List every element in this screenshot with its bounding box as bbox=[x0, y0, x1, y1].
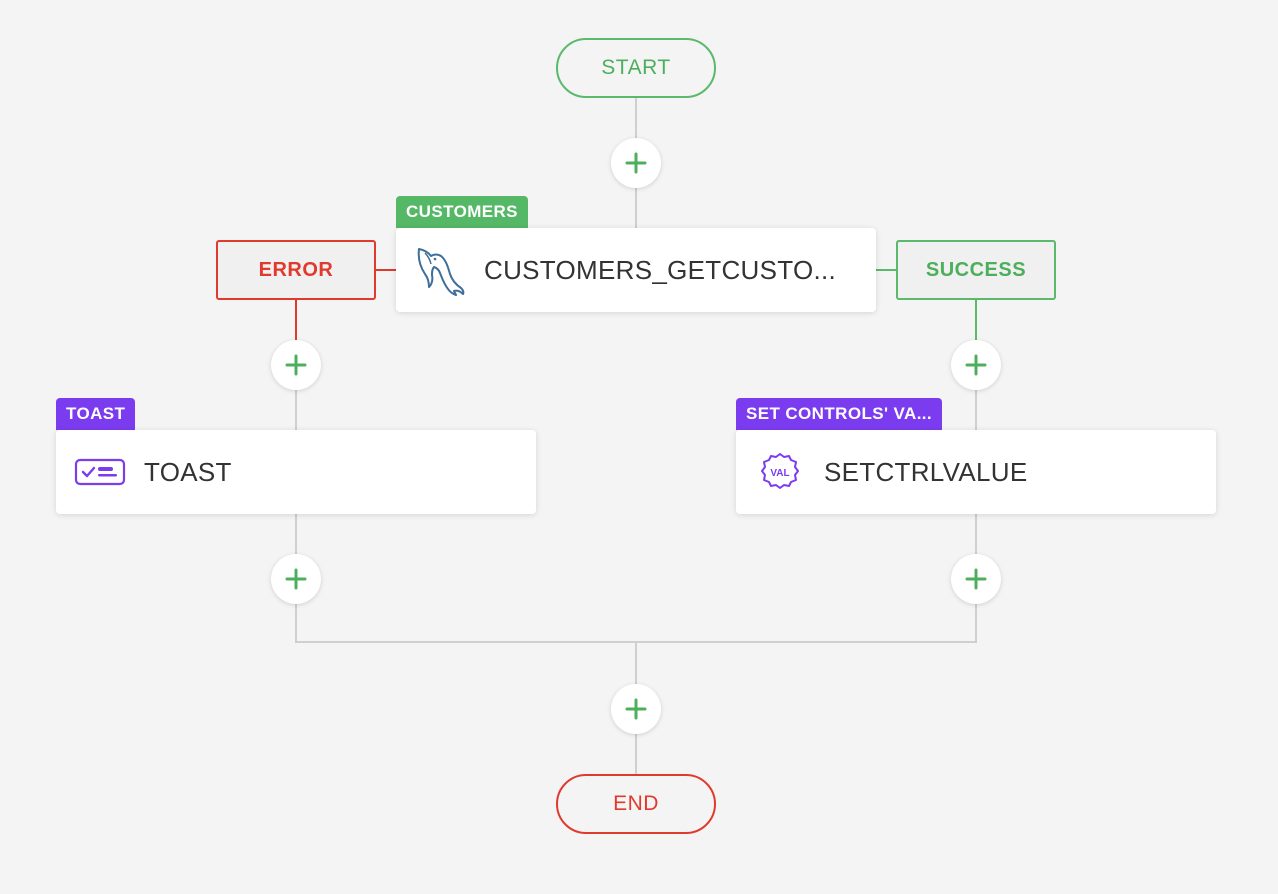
error-branch-label: ERROR bbox=[258, 258, 334, 281]
connector-success-to-setctrl bbox=[975, 390, 977, 430]
plus-icon bbox=[625, 698, 647, 720]
end-label: END bbox=[613, 792, 659, 815]
connector-error-down bbox=[295, 300, 297, 340]
add-step-button-success[interactable] bbox=[951, 340, 1001, 390]
add-step-button-top[interactable] bbox=[611, 138, 661, 188]
add-step-button-after-setctrl[interactable] bbox=[951, 554, 1001, 604]
setctrl-node-tag: SET CONTROLS' VA... bbox=[736, 398, 943, 430]
connector-main-success bbox=[876, 269, 896, 271]
add-step-button-bottom[interactable] bbox=[611, 684, 661, 734]
plus-icon bbox=[625, 152, 647, 174]
toast-message-icon bbox=[72, 457, 128, 487]
setctrlvalue-node[interactable]: VAL SETCTRLVALUE bbox=[736, 430, 1216, 514]
add-step-button-error[interactable] bbox=[271, 340, 321, 390]
add-step-button-after-toast[interactable] bbox=[271, 554, 321, 604]
start-node[interactable]: START bbox=[556, 38, 716, 98]
connector-error-to-toast bbox=[295, 390, 297, 430]
plus-icon bbox=[965, 568, 987, 590]
main-node-label: CUSTOMERS_GETCUSTO... bbox=[484, 254, 837, 285]
start-label: START bbox=[601, 56, 671, 79]
toast-node[interactable]: TOAST bbox=[56, 430, 536, 514]
setctrlvalue-node-label: SETCTRLVALUE bbox=[824, 456, 1028, 487]
success-branch[interactable]: SUCCESS bbox=[896, 240, 1056, 300]
success-branch-label: SUCCESS bbox=[925, 258, 1027, 281]
connector-main-error bbox=[376, 269, 396, 271]
connector-success-down bbox=[975, 300, 977, 340]
mysql-dolphin-icon bbox=[412, 243, 468, 297]
svg-text:VAL: VAL bbox=[770, 468, 789, 479]
plus-icon bbox=[965, 354, 987, 376]
plus-icon bbox=[285, 354, 307, 376]
val-gear-icon: VAL bbox=[752, 451, 808, 493]
toast-node-label: TOAST bbox=[144, 456, 232, 487]
main-node-tag: CUSTOMERS bbox=[396, 196, 528, 228]
main-node-customers-getcustomers[interactable]: CUSTOMERS_GETCUSTO... bbox=[396, 228, 876, 312]
toast-node-tag: TOAST bbox=[56, 398, 136, 430]
error-branch[interactable]: ERROR bbox=[216, 240, 376, 300]
plus-icon bbox=[285, 568, 307, 590]
end-node[interactable]: END bbox=[556, 774, 716, 834]
